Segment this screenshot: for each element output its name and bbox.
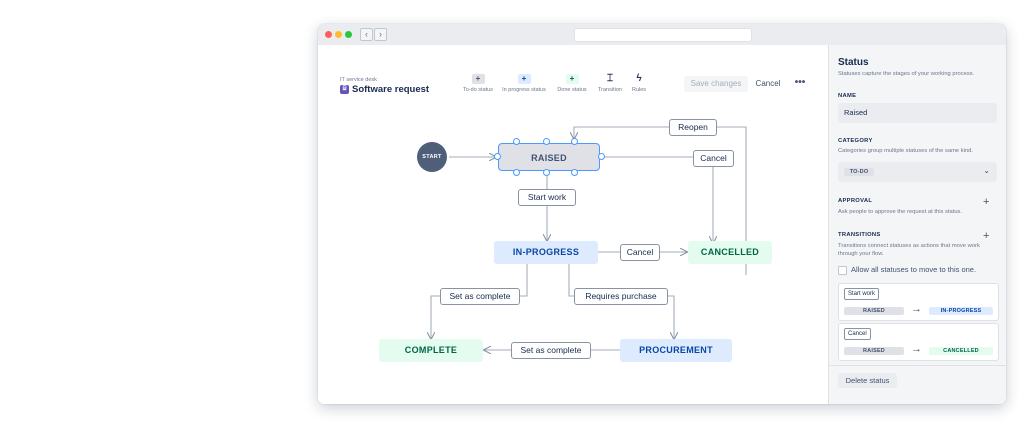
minimize-dot[interactable]	[335, 31, 342, 38]
connector-handle[interactable]	[571, 169, 578, 176]
inprogress-status-label: In progress status	[502, 87, 546, 93]
connector-handle[interactable]	[598, 153, 605, 160]
address-bar[interactable]	[574, 28, 752, 42]
connector-handle[interactable]	[543, 138, 550, 145]
chevron-right-icon[interactable]: ›	[374, 28, 387, 41]
status-name-input[interactable]: Raised	[838, 103, 997, 123]
connector-handle[interactable]	[513, 169, 520, 176]
transition-set-complete[interactable]: Set as complete	[440, 288, 520, 305]
delete-status-button[interactable]: Delete status	[838, 373, 897, 388]
transition-icon: ⌶	[607, 73, 613, 84]
connector-handle[interactable]	[543, 169, 550, 176]
name-label: NAME	[838, 93, 857, 99]
connector-handle[interactable]	[571, 138, 578, 145]
transition-label: Transition	[598, 87, 622, 93]
rules-label: Rules	[631, 87, 647, 93]
transition-card[interactable]: Cancel RAISED → CANCELLED	[838, 323, 999, 361]
card-to-lozenge: CANCELLED	[929, 347, 993, 355]
status-complete[interactable]: COMPLETE	[379, 339, 483, 362]
connector-handle[interactable]	[513, 138, 520, 145]
start-node[interactable]: START	[417, 142, 447, 172]
status-procurement[interactable]: PROCUREMENT	[620, 339, 732, 362]
status-cancelled[interactable]: CANCELLED	[688, 241, 772, 264]
transitions-description: Transitions connect statuses as actions …	[838, 243, 980, 257]
lightning-icon: ϟ	[636, 73, 642, 84]
panel-title: Status	[838, 57, 869, 68]
approval-description: Ask people to approve the request at thi…	[838, 209, 963, 215]
transitions-label: TRANSITIONS	[838, 232, 881, 238]
card-transition-name[interactable]: Start work	[844, 288, 880, 300]
save-changes-button[interactable]: Save changes	[684, 76, 748, 92]
category-select[interactable]: TO-DO ⌄	[838, 162, 997, 182]
transition-cancel-progress[interactable]: Cancel	[620, 244, 660, 261]
divider	[829, 365, 1006, 366]
connector-handle[interactable]	[494, 153, 501, 160]
more-options-icon[interactable]: •••	[794, 77, 806, 88]
rules-tool[interactable]: ϟ Rules	[626, 73, 652, 94]
status-in-progress[interactable]: IN-PROGRESS	[494, 241, 598, 264]
add-transition-icon[interactable]: +	[983, 230, 990, 242]
inprogress-plus-icon: +	[517, 74, 531, 84]
category-label: CATEGORY	[838, 138, 873, 144]
todo-status-tool[interactable]: + To-do status	[452, 74, 504, 93]
arrow-right-icon: →	[911, 303, 922, 315]
card-transition-name[interactable]: Cancel	[844, 328, 871, 340]
transition-start-work[interactable]: Start work	[518, 189, 576, 206]
transition-tool[interactable]: ⌶ Transition	[592, 73, 628, 94]
arrow-right-icon: →	[911, 343, 922, 355]
card-from-lozenge: RAISED	[844, 347, 904, 355]
done-plus-icon: +	[565, 74, 579, 84]
transition-card[interactable]: Start work RAISED → IN-PROGRESS	[838, 283, 999, 321]
chevron-left-icon[interactable]: ‹	[360, 28, 373, 41]
app-window: ‹ › IT service desk ⌸ S	[318, 24, 1006, 404]
chevron-down-icon: ⌄	[983, 166, 990, 175]
allow-all-checkbox[interactable]	[838, 266, 847, 275]
category-lozenge: TO-DO	[844, 168, 874, 176]
card-from-lozenge: RAISED	[844, 307, 904, 315]
browser-chrome: ‹ ›	[318, 24, 1006, 46]
todo-plus-icon: +	[471, 74, 485, 84]
software-icon: ⌸	[340, 85, 349, 94]
allow-all-label: Allow all statuses to move to this one.	[851, 265, 977, 274]
status-raised[interactable]: RAISED	[498, 143, 600, 171]
workflow-canvas[interactable]: IT service desk ⌸ Software request + To-…	[318, 45, 828, 404]
transition-reopen[interactable]: Reopen	[669, 119, 717, 136]
todo-status-label: To-do status	[463, 87, 493, 93]
close-dot[interactable]	[325, 31, 332, 38]
inprogress-status-tool[interactable]: + In progress status	[494, 74, 554, 93]
category-description: Categories group multiple statuses of th…	[838, 148, 974, 154]
cancel-button[interactable]: Cancel	[755, 79, 781, 88]
transition-requires-purchase[interactable]: Requires purchase	[574, 288, 668, 305]
transition-cancel-raised[interactable]: Cancel	[693, 150, 734, 167]
card-to-lozenge: IN-PROGRESS	[929, 307, 993, 315]
done-status-label: Done status	[557, 87, 587, 93]
approval-label: APPROVAL	[838, 198, 873, 204]
panel-description: Statuses capture the stages of your work…	[838, 71, 975, 77]
add-approval-icon[interactable]: +	[983, 196, 990, 208]
transition-set-complete-procurement[interactable]: Set as complete	[511, 342, 591, 359]
status-details-panel: Status Statuses capture the stages of yo…	[828, 45, 1006, 404]
project-title-text: Software request	[352, 84, 430, 95]
project-title: ⌸ Software request	[340, 84, 429, 95]
done-status-tool[interactable]: + Done status	[552, 74, 592, 93]
project-subtitle: IT service desk	[340, 77, 377, 83]
maximize-dot[interactable]	[345, 31, 352, 38]
